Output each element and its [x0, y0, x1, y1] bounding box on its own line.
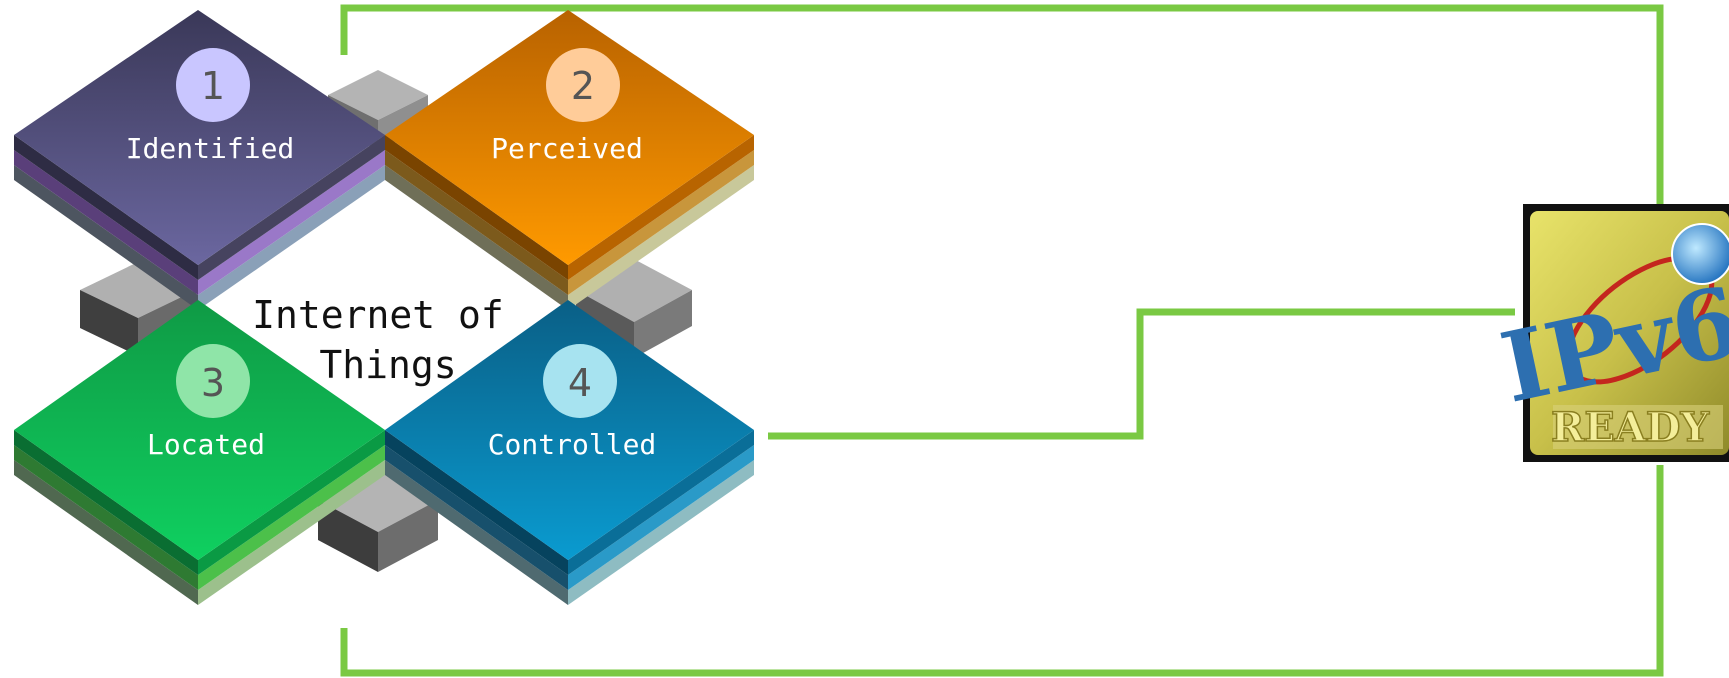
globe-icon: [1671, 223, 1729, 285]
block-number: 2: [571, 64, 595, 108]
block-number: 4: [568, 361, 592, 405]
center-title-line1: Internet of: [252, 293, 504, 337]
block-located: 3 Located: [14, 300, 385, 605]
block-label: Perceived: [491, 132, 643, 165]
block-perceived: 2 Perceived: [385, 10, 754, 310]
block-label: Identified: [126, 132, 295, 165]
top-connector-line: [340, 4, 1664, 205]
ready-label: READY: [1551, 404, 1709, 451]
center-title: Internet of Things: [252, 293, 504, 387]
block-number-badge: [546, 48, 620, 122]
block-number: 1: [201, 64, 225, 108]
block-number-badge: [543, 344, 617, 418]
middle-connector-line: [768, 308, 1515, 440]
block-controlled: 4 Controlled: [385, 300, 754, 605]
block-number: 3: [201, 361, 225, 405]
center-title-line2: Things: [319, 343, 456, 387]
bottom-connector-line: [340, 465, 1664, 677]
block-identified: 1 Identified: [14, 10, 385, 310]
connector-lines: [340, 4, 1664, 677]
block-number-badge: [176, 344, 250, 418]
block-label: Located: [147, 428, 265, 461]
block-number-badge: [176, 48, 250, 122]
ipv6-ready-badge: IPv6 READY: [1492, 204, 1729, 462]
block-label: Controlled: [488, 428, 657, 461]
